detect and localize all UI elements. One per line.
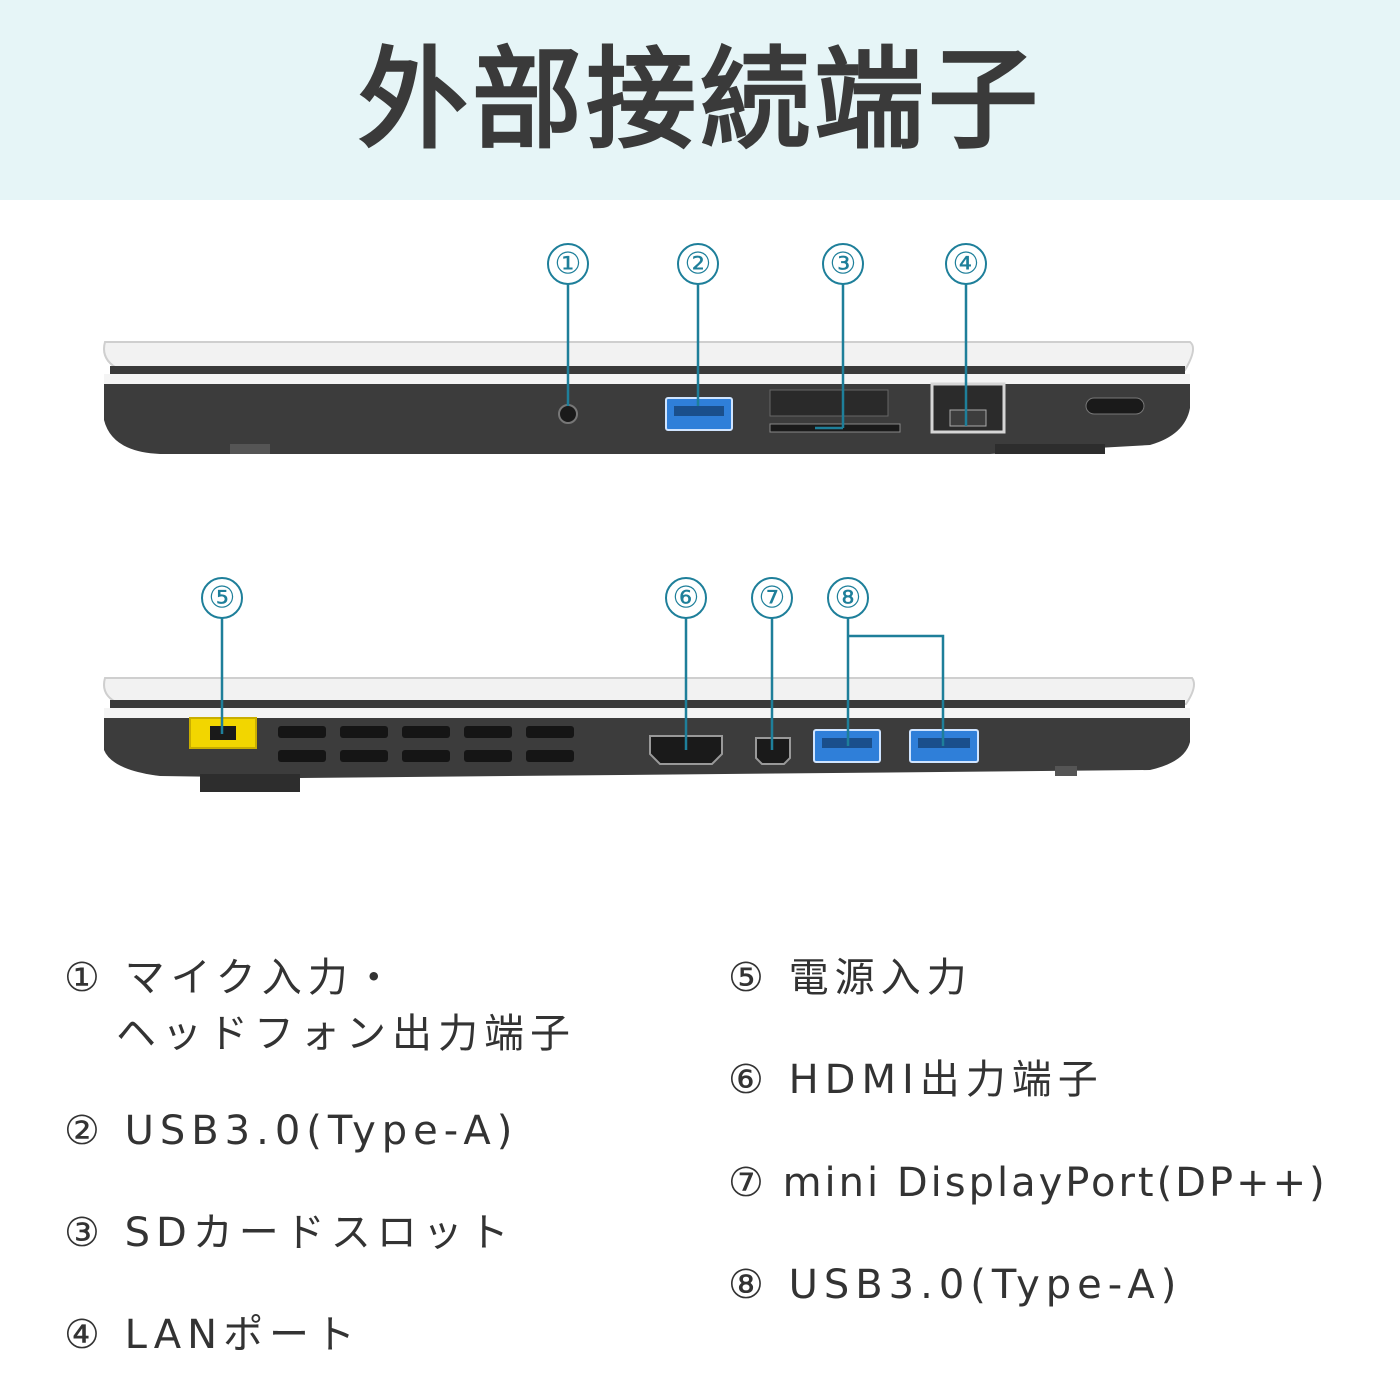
callout-7: ⑦ bbox=[759, 581, 786, 616]
base-top-trim bbox=[104, 708, 1190, 718]
legend-item-7: ⑦ mini DisplayPort(DP++) bbox=[728, 1160, 1328, 1206]
vent-grille bbox=[278, 726, 574, 762]
foot bbox=[200, 774, 300, 792]
mini-displayport-port bbox=[755, 737, 791, 765]
legend-item-1-line1: ① マイク入力・ bbox=[64, 955, 400, 1001]
callout-6: ⑥ bbox=[673, 581, 700, 616]
callout-1: ① bbox=[555, 247, 582, 282]
legend-item-6: ⑥ HDMI出力端子 bbox=[728, 1057, 1104, 1103]
legend-item-1: ① マイク入力・ ヘッドフォン出力端子 bbox=[64, 950, 576, 1062]
laptop-lid bbox=[103, 677, 1195, 705]
base-top-trim bbox=[104, 374, 1190, 384]
legend-item-4: ④ LANポート bbox=[64, 1312, 362, 1358]
laptop-base bbox=[104, 716, 1190, 778]
header-banner: 外部接続端子 bbox=[0, 0, 1400, 200]
laptop-lid bbox=[103, 341, 1195, 371]
laptop-right-side-view: ① ② ③ ④ bbox=[0, 230, 1400, 490]
foot bbox=[995, 444, 1105, 454]
sd-slot-cover bbox=[769, 389, 889, 417]
lid-seam bbox=[110, 366, 1185, 374]
callout-4: ④ bbox=[953, 247, 980, 282]
legend-item-3: ③ SDカードスロット bbox=[64, 1210, 515, 1256]
audio-jack-port bbox=[558, 404, 578, 424]
legend-item-5: ⑤ 電源入力 bbox=[728, 955, 973, 1001]
callout-3: ③ bbox=[830, 247, 857, 282]
foot bbox=[1055, 766, 1077, 776]
legend-item-8: ⑧ USB3.0(Type-A) bbox=[728, 1262, 1183, 1308]
callout-8: ⑧ bbox=[835, 581, 862, 616]
legend-item-1-line2: ヘッドフォン出力端子 bbox=[116, 1011, 576, 1057]
foot bbox=[230, 444, 270, 454]
lid-seam bbox=[110, 700, 1185, 708]
kensington-lock-slot bbox=[1085, 397, 1145, 415]
callout-5: ⑤ bbox=[209, 581, 236, 616]
laptop-base bbox=[104, 380, 1190, 454]
legend-item-2: ② USB3.0(Type-A) bbox=[64, 1108, 519, 1154]
page-title: 外部接続端子 bbox=[358, 36, 1042, 164]
callout-2: ② bbox=[685, 247, 712, 282]
laptop-left-side-view: ⑤ ⑥ ⑦ ⑧ bbox=[0, 570, 1400, 810]
